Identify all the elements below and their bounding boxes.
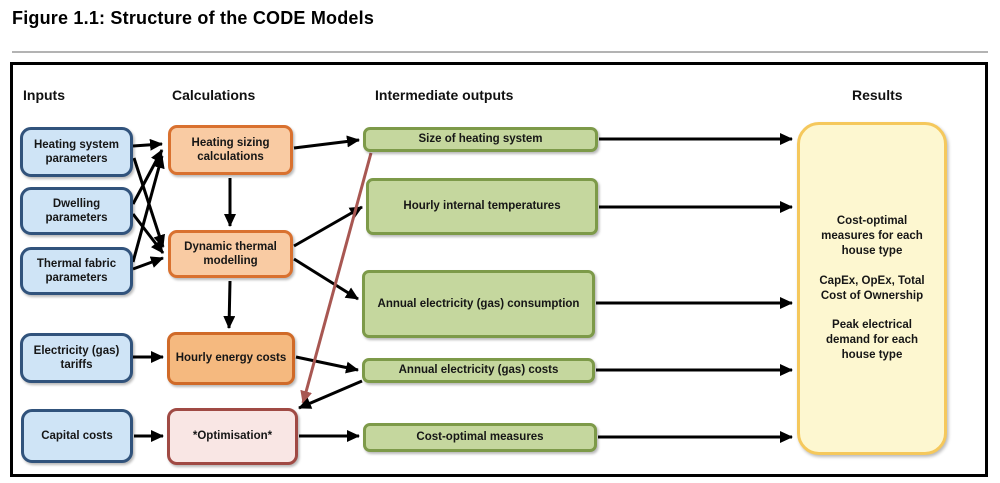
intermediate-label: Cost-optimal measures bbox=[416, 431, 544, 444]
input-label: Capital costs bbox=[41, 429, 113, 442]
intermediate-box-hourly-internal-temperatures: Hourly internal temperatures bbox=[366, 178, 598, 235]
figure-title: Figure 1.1: Structure of the CODE Models bbox=[12, 8, 375, 28]
calculation-box-optimisation: *Optimisation* bbox=[167, 408, 298, 465]
results-box: Cost-optimal measures for each house typ… bbox=[797, 122, 947, 455]
calculation-box-dynamic-thermal-modelling: Dynamic thermal modelling bbox=[168, 230, 293, 278]
input-label: Heating system parameters bbox=[33, 138, 119, 165]
intermediate-box-cost-optimal-measures: Cost-optimal measures bbox=[363, 423, 597, 452]
column-header-intermediate-outputs: Intermediate outputs bbox=[375, 87, 514, 103]
calculation-label: Hourly energy costs bbox=[175, 352, 287, 365]
input-box-electricity-gas-tariffs: Electricity (gas) tariffs bbox=[20, 333, 133, 383]
column-header-results: Results bbox=[852, 87, 903, 103]
input-box-thermal-fabric-parameters: Thermal fabric parameters bbox=[20, 247, 133, 295]
calculation-box-hourly-energy-costs: Hourly energy costs bbox=[167, 332, 295, 385]
intermediate-box-annual-electricity-gas-costs: Annual electricity (gas) costs bbox=[362, 358, 595, 383]
intermediate-label: Hourly internal temperatures bbox=[403, 200, 561, 213]
title-divider bbox=[12, 51, 988, 53]
intermediate-label: Size of heating system bbox=[418, 133, 543, 146]
column-header-calculations: Calculations bbox=[172, 87, 256, 103]
input-label: Electricity (gas) tariffs bbox=[33, 344, 120, 371]
calculation-label: *Optimisation* bbox=[192, 430, 273, 443]
input-box-heating-system-parameters: Heating system parameters bbox=[20, 127, 133, 177]
intermediate-box-annual-electricity-gas-consumption: Annual electricity (gas) consumption bbox=[362, 270, 595, 338]
results-item-capex-opex-tco: CapEx, OpEx, Total Cost of Ownership bbox=[819, 274, 925, 302]
input-label: Dwelling parameters bbox=[45, 197, 108, 224]
results-item-peak-electrical-demand: Peak electrical demand for each house ty… bbox=[825, 319, 919, 362]
results-item-cost-optimal-measures: Cost-optimal measures for each house typ… bbox=[821, 214, 923, 257]
calculation-box-heating-sizing: Heating sizing calculations bbox=[168, 125, 293, 175]
intermediate-label: Annual electricity (gas) costs bbox=[398, 364, 559, 377]
column-header-inputs: Inputs bbox=[23, 87, 65, 103]
input-box-capital-costs: Capital costs bbox=[21, 409, 133, 463]
input-box-dwelling-parameters: Dwelling parameters bbox=[20, 187, 133, 235]
input-label: Thermal fabric parameters bbox=[36, 257, 117, 284]
intermediate-box-size-of-heating-system: Size of heating system bbox=[363, 127, 598, 152]
intermediate-label: Annual electricity (gas) consumption bbox=[377, 297, 580, 310]
calculation-label: Heating sizing calculations bbox=[191, 136, 270, 163]
calculation-label: Dynamic thermal modelling bbox=[184, 240, 277, 267]
